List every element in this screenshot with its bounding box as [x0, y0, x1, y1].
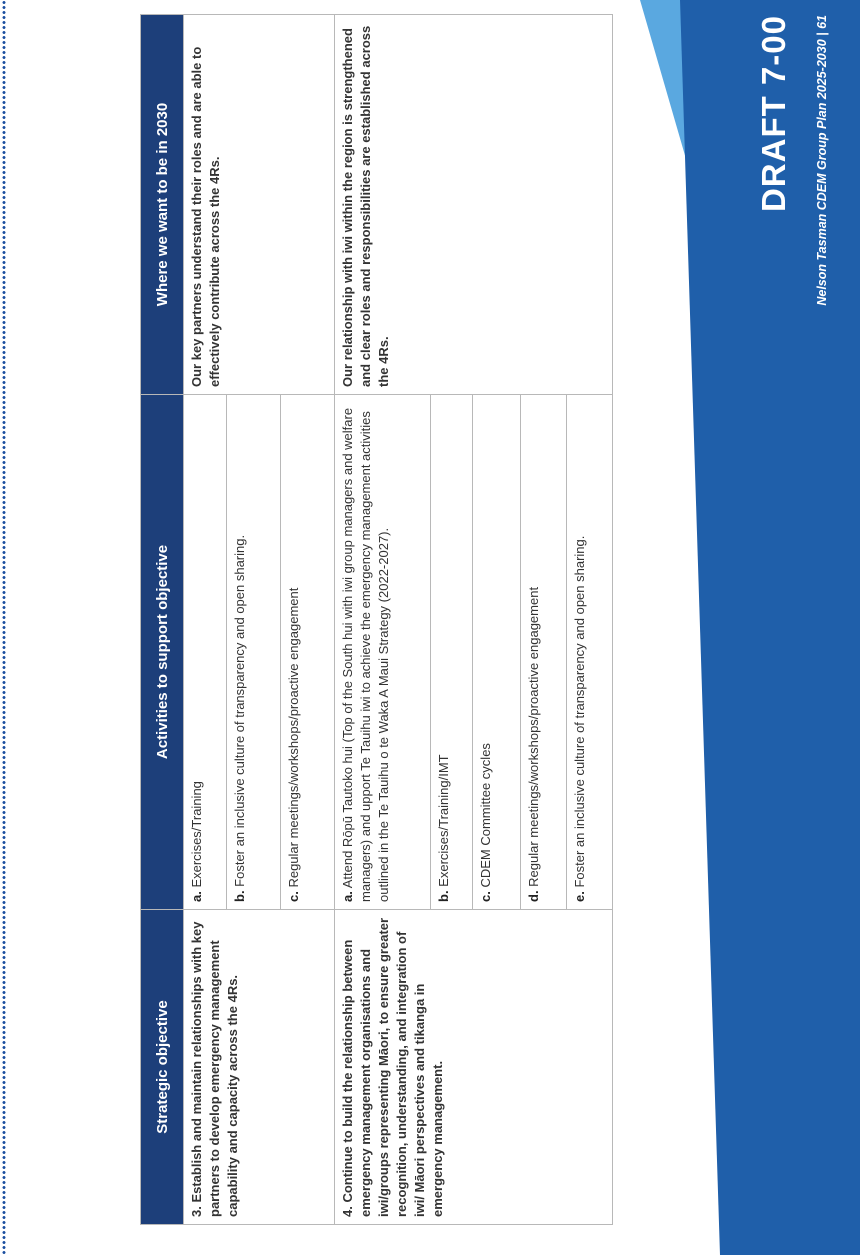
activity-text: Attend Rōpū Tautoko hui (Top of the Sout…: [340, 407, 391, 902]
activity-text: Exercises/Training: [189, 781, 204, 892]
activity-3c: c. Regular meetings/workshops/proactive …: [280, 394, 335, 910]
draft-label: DRAFT 7-00: [755, 15, 792, 213]
activity-letter: d.: [526, 890, 541, 902]
activity-letter: b.: [232, 890, 247, 902]
activity-text: CDEM Committee cycles: [478, 743, 493, 892]
activity-text: Exercises/Training/IMT: [436, 754, 451, 891]
activity-text: Foster an inclusive culture of transpare…: [232, 534, 247, 891]
activity-3b: b. Foster an inclusive culture of transp…: [226, 394, 281, 910]
activity-letter: a.: [189, 891, 204, 902]
activity-letter: b.: [436, 890, 451, 902]
header-activities: Activities to support objective: [140, 394, 184, 910]
objective-3: 3. Establish and maintain relationships …: [183, 909, 335, 1225]
activity-letter: c.: [286, 891, 301, 902]
activity-text: Foster an inclusive culture of transpare…: [572, 535, 587, 892]
page-footer: Nelson Tasman CDEM Group Plan 2025-2030 …: [815, 15, 829, 306]
activity-text: Regular meetings/workshops/proactive eng…: [526, 586, 541, 891]
goal-3: Our key partners understand their roles …: [183, 14, 335, 395]
table-row: 4. Continue to build the relationship be…: [334, 14, 613, 1225]
activity-letter: a.: [340, 891, 355, 902]
table-row: 3. Establish and maintain relationships …: [183, 14, 335, 1225]
activity-4c: c. CDEM Committee cycles: [472, 394, 521, 910]
objective-4: 4. Continue to build the relationship be…: [334, 909, 613, 1225]
activity-4a: a. Attend Rōpū Tautoko hui (Top of the S…: [334, 394, 431, 910]
header-goal-2030: Where we want to be in 2030: [140, 14, 184, 395]
activity-4b: b. Exercises/Training/IMT: [430, 394, 473, 910]
activity-3a: a. Exercises/Training: [183, 394, 227, 910]
activity-4e: e. Foster an inclusive culture of transp…: [566, 394, 613, 910]
table-header-row: Strategic objective Activities to suppor…: [140, 14, 184, 1225]
activity-text: Regular meetings/workshops/proactive eng…: [286, 587, 301, 892]
dotted-margin-line: [2, 0, 6, 1255]
header-strategic-objective: Strategic objective: [140, 909, 184, 1225]
goal-4: Our relationship with iwi within the reg…: [334, 14, 613, 395]
objectives-table: Strategic objective Activities to suppor…: [140, 14, 613, 1225]
activity-letter: c.: [478, 891, 493, 902]
activity-4d: d. Regular meetings/workshops/proactive …: [520, 394, 567, 910]
activity-letter: e.: [572, 891, 587, 902]
